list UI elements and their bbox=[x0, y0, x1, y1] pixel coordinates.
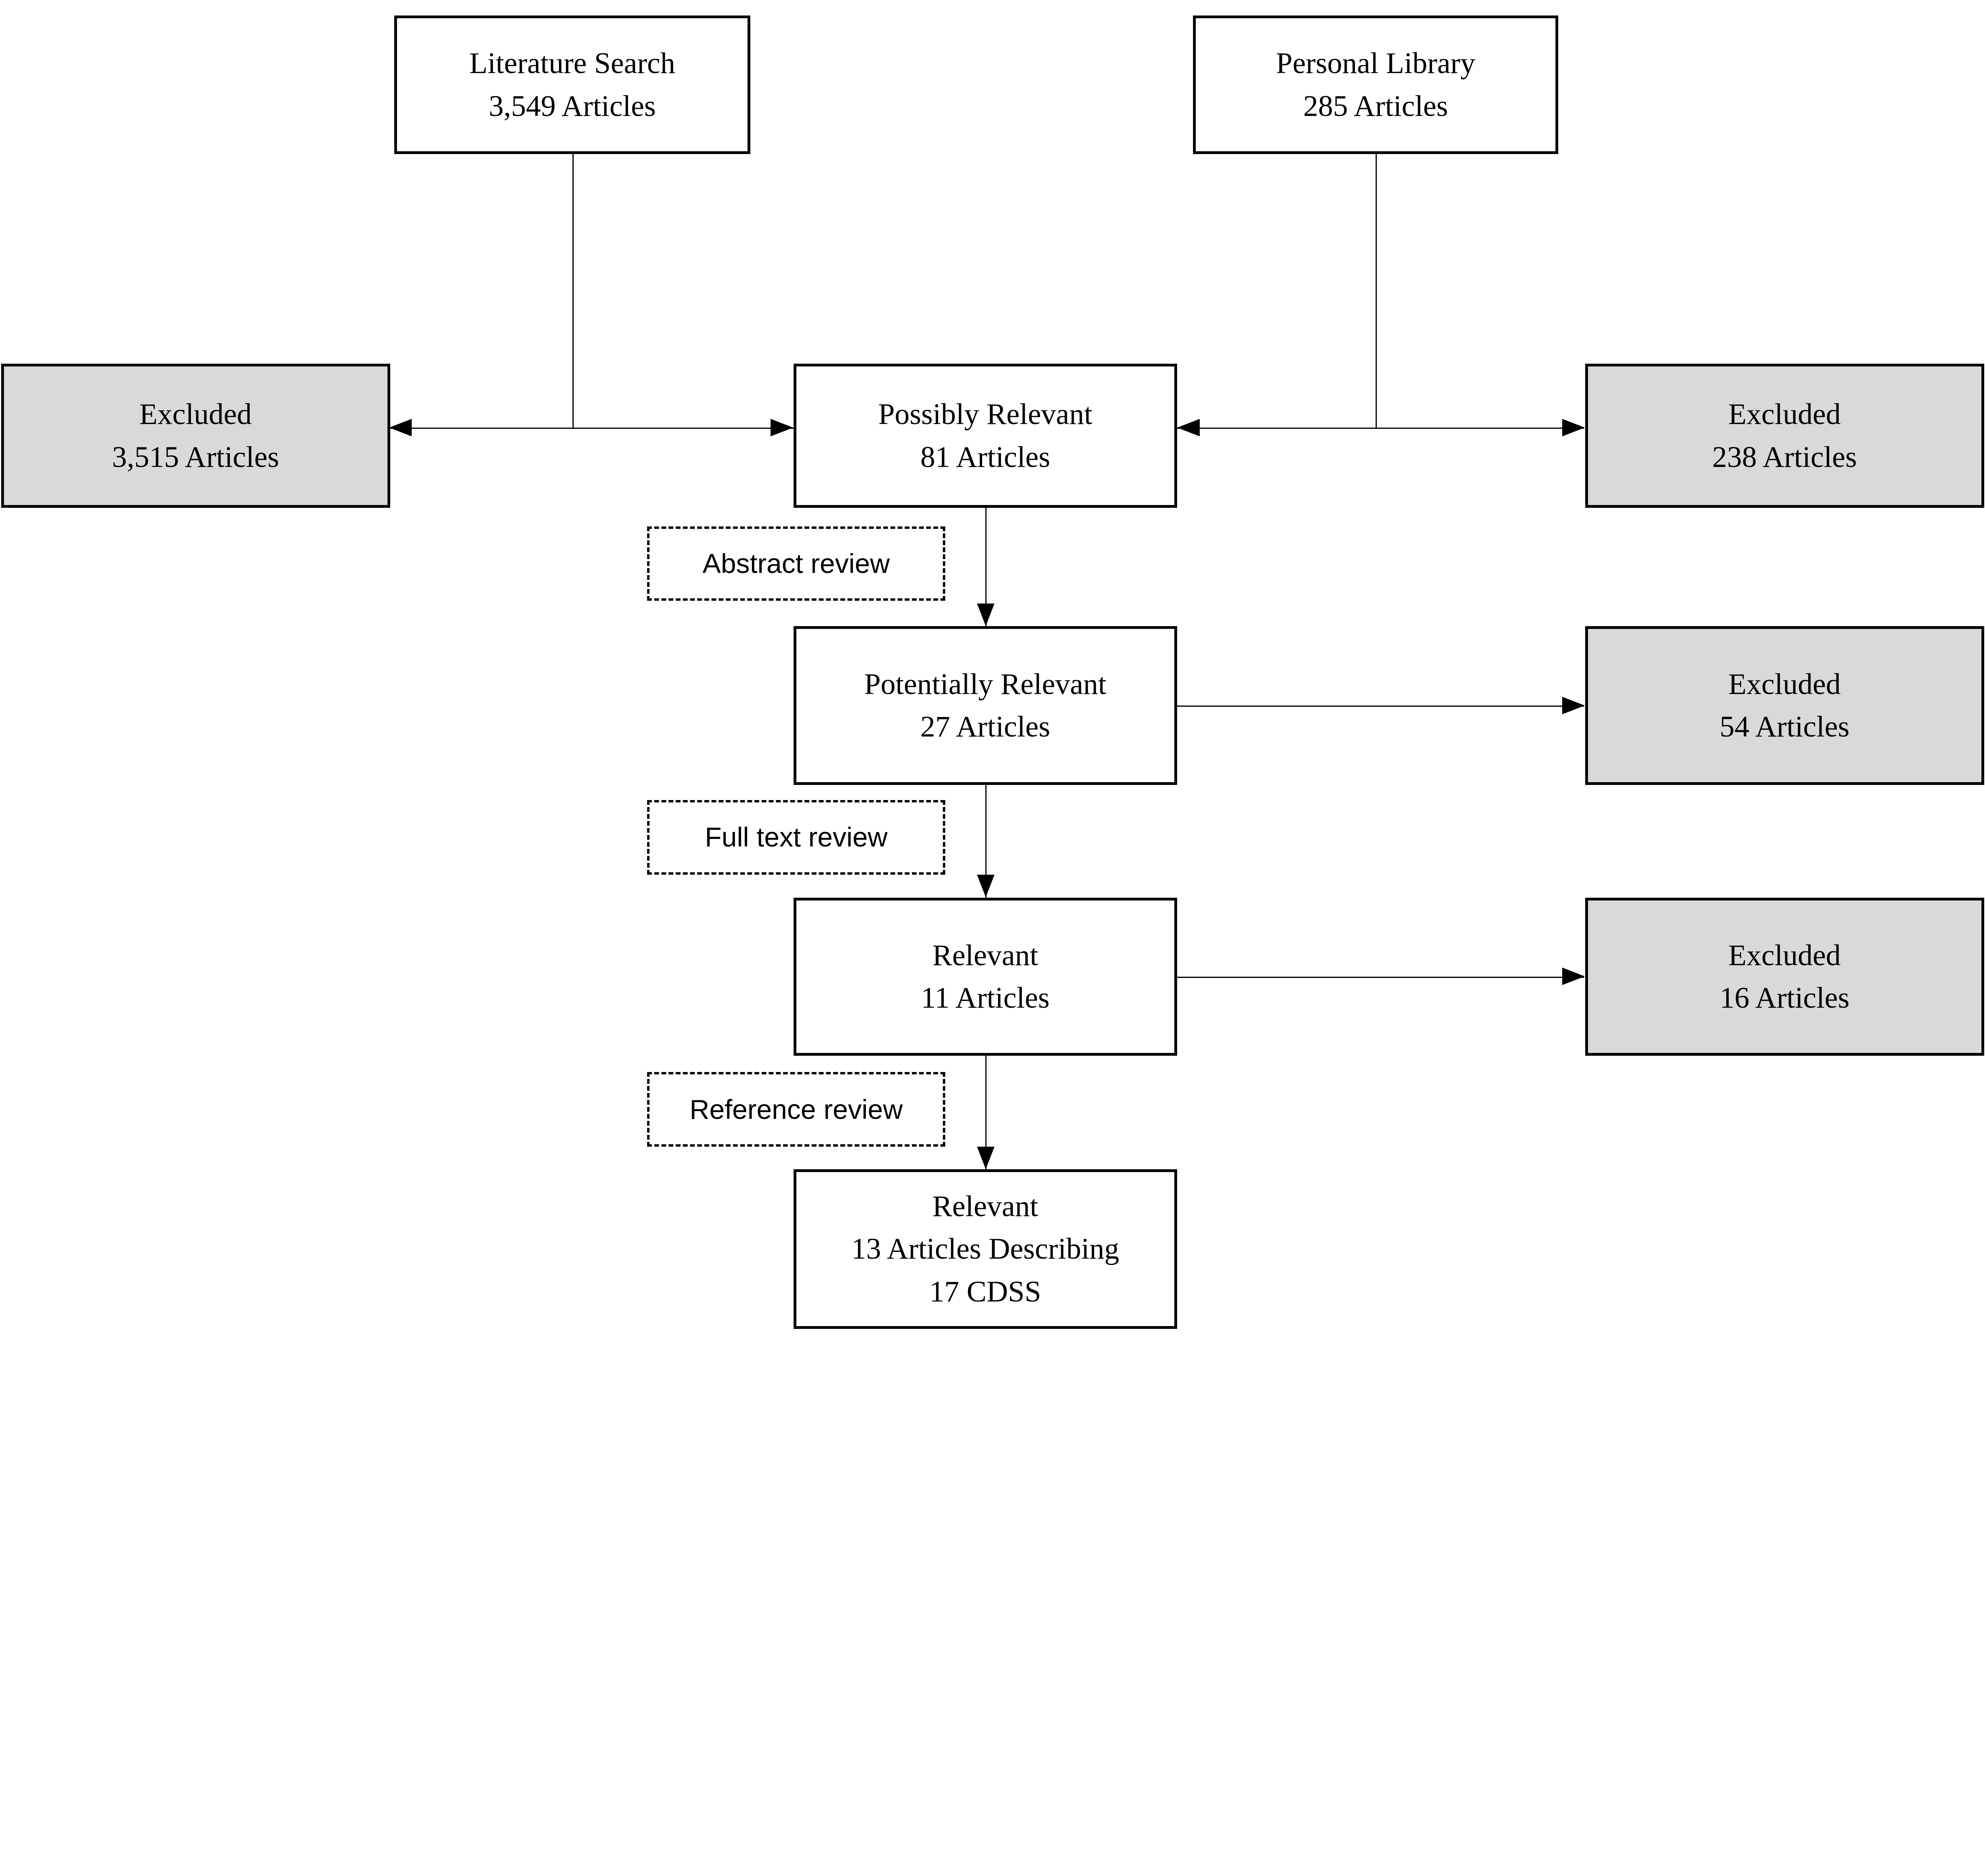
excluded-fulltext-box: Excluded 16 Articles bbox=[1585, 897, 1984, 1056]
arrow-down-into-final-relevant-icon bbox=[977, 1146, 994, 1169]
literature-search-title: Literature Search bbox=[469, 47, 675, 80]
connector-row2-right bbox=[1177, 428, 1584, 429]
final-relevant-count: 13 Articles Describing bbox=[851, 1232, 1120, 1266]
connector-row2-left bbox=[390, 428, 794, 429]
excluded-abstract-box: Excluded 54 Articles bbox=[1585, 626, 1984, 785]
connector-literature-search-down bbox=[572, 153, 574, 429]
excluded-fulltext-title: Excluded bbox=[1728, 939, 1841, 972]
excluded-abstract-count: 54 Articles bbox=[1719, 710, 1850, 744]
potentially-relevant-count: 27 Articles bbox=[920, 710, 1050, 744]
potentially-relevant-box: Potentially Relevant 27 Articles bbox=[793, 626, 1177, 785]
final-relevant-cdss: 17 CDSS bbox=[929, 1275, 1041, 1308]
connector-relevant-to-excluded bbox=[1177, 976, 1584, 978]
arrow-left-into-excluded-3515-icon bbox=[389, 418, 412, 436]
connector-potentially-to-excluded bbox=[1177, 706, 1584, 707]
reference-review-label: Reference review bbox=[690, 1094, 903, 1125]
literature-search-count: 3,549 Articles bbox=[489, 89, 656, 123]
abstract-review-label-box: Abstract review bbox=[647, 526, 945, 601]
possibly-relevant-box: Possibly Relevant 81 Articles bbox=[793, 363, 1177, 508]
excluded-library-count: 238 Articles bbox=[1712, 440, 1857, 474]
excluded-search-box: Excluded 3,515 Articles bbox=[1, 363, 390, 508]
potentially-relevant-title: Potentially Relevant bbox=[864, 667, 1106, 701]
excluded-library-title: Excluded bbox=[1728, 398, 1841, 431]
abstract-review-label: Abstract review bbox=[702, 548, 890, 579]
arrow-right-into-possibly-relevant-icon bbox=[771, 418, 793, 436]
arrow-right-into-excluded-54-icon bbox=[1562, 696, 1585, 714]
full-text-review-label-box: Full text review bbox=[647, 800, 945, 875]
connector-possibly-to-potentially bbox=[985, 508, 987, 627]
relevant-title: Relevant bbox=[932, 939, 1039, 972]
relevant-box: Relevant 11 Articles bbox=[793, 897, 1177, 1056]
personal-library-box: Personal Library 285 Articles bbox=[1193, 15, 1558, 154]
relevant-count: 11 Articles bbox=[921, 981, 1050, 1015]
arrow-down-into-potentially-relevant-icon bbox=[977, 603, 994, 626]
excluded-fulltext-count: 16 Articles bbox=[1719, 981, 1850, 1015]
personal-library-title: Personal Library bbox=[1276, 47, 1475, 80]
flow-diagram: Literature Search 3,549 Articles Persona… bbox=[1, 15, 1984, 1329]
arrow-left-into-possibly-relevant-icon bbox=[1177, 418, 1200, 436]
excluded-library-box: Excluded 238 Articles bbox=[1585, 363, 1984, 508]
connector-potentially-to-relevant bbox=[985, 785, 987, 899]
connector-personal-library-down bbox=[1376, 153, 1377, 429]
final-relevant-title: Relevant bbox=[932, 1190, 1039, 1223]
personal-library-count: 285 Articles bbox=[1303, 89, 1448, 123]
literature-search-box: Literature Search 3,549 Articles bbox=[394, 15, 751, 154]
arrow-right-into-excluded-16-icon bbox=[1562, 968, 1585, 985]
arrow-down-into-relevant-icon bbox=[977, 875, 994, 898]
possibly-relevant-count: 81 Articles bbox=[920, 440, 1050, 474]
arrow-right-into-excluded-238-icon bbox=[1562, 418, 1585, 436]
excluded-abstract-title: Excluded bbox=[1728, 667, 1841, 701]
possibly-relevant-title: Possibly Relevant bbox=[878, 398, 1093, 431]
full-text-review-label: Full text review bbox=[705, 822, 888, 853]
final-relevant-box: Relevant 13 Articles Describing 17 CDSS bbox=[793, 1169, 1177, 1329]
reference-review-label-box: Reference review bbox=[647, 1072, 945, 1147]
connector-relevant-to-final bbox=[985, 1056, 987, 1171]
excluded-search-title: Excluded bbox=[139, 398, 252, 431]
excluded-search-count: 3,515 Articles bbox=[112, 440, 279, 474]
